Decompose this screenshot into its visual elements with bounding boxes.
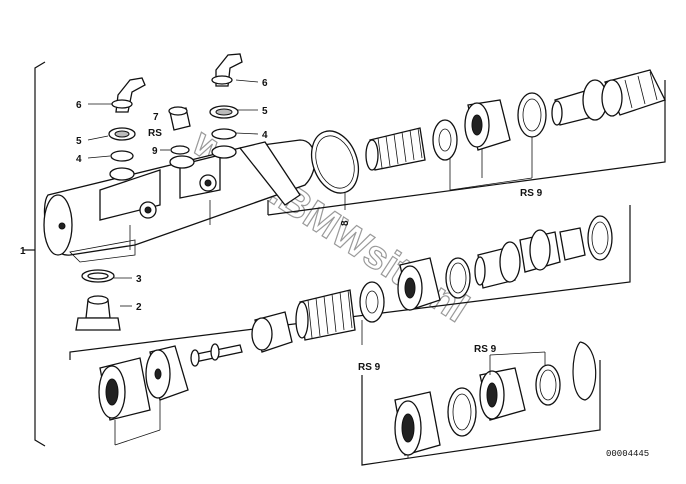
label-6-left: 6 — [76, 100, 82, 111]
cup-seal-lower-1 — [397, 257, 441, 311]
spring-seat-lower — [359, 281, 385, 323]
ring-bottom-2 — [535, 364, 561, 406]
master-cylinder-body — [43, 139, 316, 263]
label-3: 3 — [136, 274, 142, 285]
ring-bottom-1 — [447, 387, 477, 437]
label-2: 2 — [136, 302, 142, 313]
cup-seal-upper — [464, 99, 511, 151]
label-5-right: 5 — [262, 106, 268, 117]
label-rs9-lower-left: RS 9 — [358, 362, 381, 373]
piston-lower — [474, 227, 586, 289]
o-ring-8 — [310, 130, 360, 194]
cup-seal-lower-left — [98, 357, 151, 421]
spring-upper — [365, 127, 426, 171]
ring-lower-2 — [587, 215, 613, 261]
label-7: 7 — [153, 112, 159, 123]
label-rs9-upper: RS 9 — [520, 188, 543, 199]
part-number: 00004445 — [606, 449, 649, 459]
label-rs9-lower-right: RS 9 — [474, 344, 497, 355]
ring-lower-1 — [445, 257, 471, 299]
ring-upper — [517, 92, 547, 138]
pin-lower — [190, 343, 243, 367]
banjo-fitting-left — [108, 77, 146, 181]
bracket-bottom-right — [361, 360, 601, 466]
label-6-right: 6 — [262, 78, 268, 89]
spring-lower — [295, 289, 356, 341]
bracket-upper — [267, 80, 666, 216]
seal-lower-left-2 — [145, 345, 189, 401]
spring-seat-upper — [432, 119, 458, 161]
label-1: 1 — [20, 246, 26, 257]
piston-upper — [551, 69, 666, 126]
label-5-left: 5 — [76, 136, 82, 147]
circlip — [572, 341, 597, 401]
banjo-fitting-right — [209, 53, 243, 159]
label-9-center: 9 — [152, 146, 158, 157]
cup-seal-bottom-1 — [394, 391, 441, 456]
cup-seal-bottom-2 — [479, 367, 526, 421]
drain-plug — [75, 269, 121, 331]
sleeve-lower — [251, 311, 293, 353]
label-4-left: 4 — [76, 154, 82, 165]
label-4-right: 4 — [262, 130, 268, 141]
bracket-1 — [34, 61, 46, 447]
label-rs-center: RS — [148, 128, 162, 139]
label-8: 8 — [340, 220, 351, 226]
plug-7 — [168, 106, 195, 169]
